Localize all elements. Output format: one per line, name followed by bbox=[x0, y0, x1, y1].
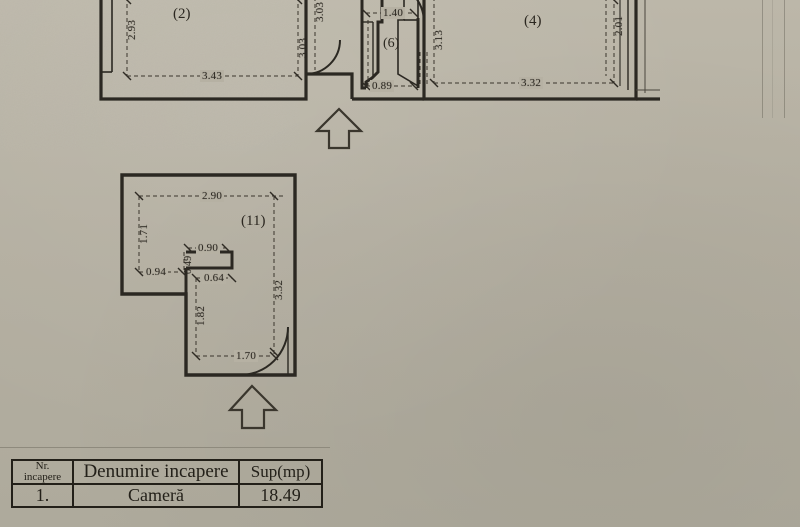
paper-grain bbox=[0, 0, 300, 150]
dim-0-64: 0.64 bbox=[202, 272, 227, 284]
header-nr-incapere: Nr. incapere bbox=[11, 459, 74, 485]
dim-3-43: 3.43 bbox=[200, 70, 225, 82]
dim-1-70: 1.70 bbox=[234, 350, 259, 362]
cell-area: 18.49 bbox=[237, 483, 324, 508]
dim-3-32-lower: 3.32 bbox=[273, 279, 285, 300]
page-edge-line-2 bbox=[784, 0, 785, 118]
dim-0-94: 0.94 bbox=[144, 266, 169, 278]
dim-0-90: 0.90 bbox=[196, 242, 221, 254]
header-sup-mp: Sup(mp) bbox=[237, 459, 324, 485]
cell-name: Cameră bbox=[72, 483, 240, 508]
room-label-6: (6) bbox=[383, 36, 400, 51]
dim-3-03-right: 3.03 bbox=[314, 1, 326, 22]
cell-nr: 1. bbox=[11, 483, 74, 508]
room-label-11: (11) bbox=[241, 213, 266, 229]
dim-3-32-upper: 3.32 bbox=[519, 77, 544, 89]
room-label-4: (4) bbox=[524, 13, 542, 29]
dim-0-49: 0.49 bbox=[183, 255, 194, 274]
dim-2-90: 2.90 bbox=[200, 190, 225, 202]
room-schedule-table: Nr. incapere Denumire incapere Sup(mp) 1… bbox=[11, 459, 324, 508]
dim-1-40: 1.40 bbox=[381, 7, 406, 19]
dim-3-13: 3.13 bbox=[433, 29, 445, 50]
room-label-2: (2) bbox=[173, 6, 191, 22]
dim-1-71: 1.71 bbox=[138, 223, 150, 244]
dim-3-03-left: 3.03 bbox=[297, 37, 309, 58]
dim-1-82: 1.82 bbox=[195, 305, 207, 326]
dim-2-93: 2.93 bbox=[126, 19, 138, 40]
table-row: 1. Cameră 18.49 bbox=[11, 483, 324, 508]
table-header-row: Nr. incapere Denumire incapere Sup(mp) bbox=[11, 459, 324, 485]
header-nr-line2: incapere bbox=[23, 471, 62, 483]
header-denumire-incapere: Denumire incapere bbox=[72, 459, 240, 485]
page-edge-line-1 bbox=[762, 0, 763, 118]
section-divider bbox=[0, 447, 330, 448]
header-nr-line1: Nr. bbox=[35, 460, 50, 472]
page-edge-line-3 bbox=[772, 0, 773, 118]
dim-2-01: 2.01 bbox=[613, 15, 625, 36]
dim-0-89: 0.89 bbox=[370, 80, 395, 92]
